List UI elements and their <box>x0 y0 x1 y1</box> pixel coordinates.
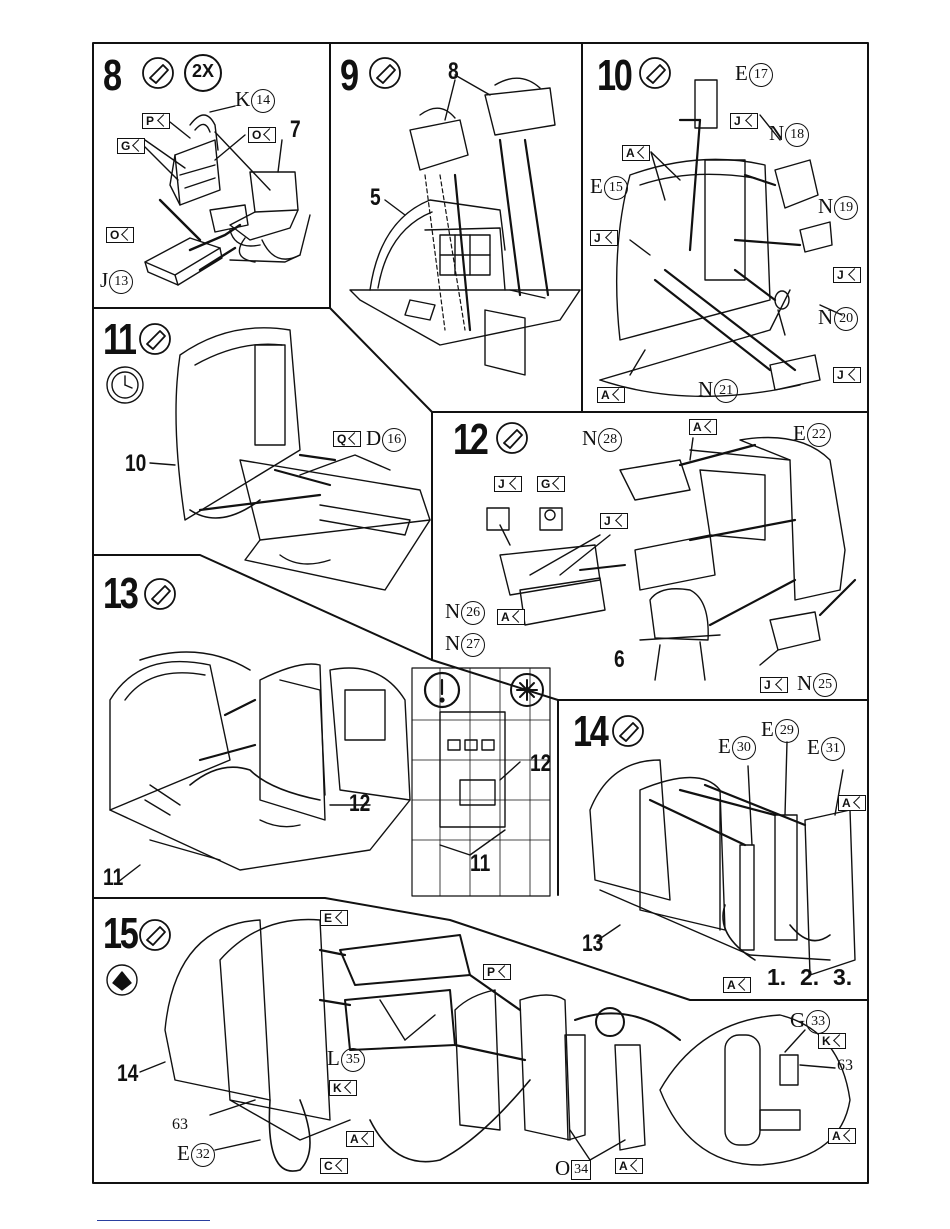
step8-drawing <box>145 106 310 285</box>
colour-flag-g2: G <box>537 476 565 492</box>
colour-flag-c: C <box>320 1158 348 1174</box>
colour-flag-j3: J <box>833 267 861 283</box>
colour-flag-a6: A <box>723 977 751 993</box>
ref-13: 13 <box>582 932 603 956</box>
ref-5: 5 <box>370 186 381 210</box>
ref-12-inset: 12 <box>530 752 551 776</box>
step-11-number: 11 <box>103 318 135 362</box>
step-12-number: 12 <box>453 418 487 462</box>
colour-flag-p: P <box>142 113 170 129</box>
ref-11-inset: 11 <box>470 852 490 876</box>
colour-flag-q: Q <box>333 431 361 447</box>
step-9-number: 9 <box>340 54 357 98</box>
colour-flag-k2: K <box>818 1033 846 1049</box>
sparkle-icon <box>511 674 543 706</box>
step12-drawing <box>487 438 855 681</box>
colour-flag-j6: J <box>600 513 628 529</box>
clock-icon <box>107 367 143 403</box>
sequence-1: 1. <box>767 966 786 989</box>
colour-flag-j: J <box>730 113 758 129</box>
colour-flag-o2: O <box>106 227 134 243</box>
ref-63: 63 <box>172 1117 188 1133</box>
ref-14: 14 <box>117 1062 138 1086</box>
colour-flag-j2: J <box>590 230 618 246</box>
step-8-multiplier: 2X <box>192 62 214 80</box>
paint-icon <box>107 965 137 995</box>
ref-6: 6 <box>614 648 625 672</box>
colour-flag-k: K <box>329 1080 357 1096</box>
colour-flag-o: O <box>248 127 276 143</box>
colour-flag-j5: J <box>494 476 522 492</box>
colour-flag-e: E <box>320 910 348 926</box>
step-8-number: 8 <box>103 54 120 98</box>
ref-11: 11 <box>103 866 123 890</box>
step9-drawing <box>350 75 580 375</box>
step-13-number: 13 <box>103 572 137 616</box>
ref-8: 8 <box>448 60 459 84</box>
caution-icon <box>425 673 459 707</box>
step-10-number: 10 <box>597 54 631 98</box>
colour-flag-a2: A <box>597 387 625 403</box>
colour-flag-p2: P <box>483 964 511 980</box>
colour-flag-a4: A <box>497 609 525 625</box>
ref-10: 10 <box>125 452 146 476</box>
colour-flag-g: G <box>117 138 145 154</box>
step-14-number: 14 <box>573 710 607 754</box>
step14-drawing <box>590 742 855 975</box>
sequence-3: 3. <box>833 966 852 989</box>
colour-flag-j4: J <box>833 367 861 383</box>
ref-63b: 63 <box>837 1058 853 1074</box>
colour-flag-a: A <box>622 145 650 161</box>
ref-7: 7 <box>290 118 301 142</box>
colour-flag-j7: J <box>760 677 788 693</box>
step-15-number: 15 <box>103 912 137 956</box>
question-icon <box>596 1008 624 1036</box>
ref-12: 12 <box>349 792 370 816</box>
colour-flag-a3: A <box>689 419 717 435</box>
sequence-2: 2. <box>800 966 819 989</box>
footer-rule <box>97 1220 210 1221</box>
step15-drawing <box>140 920 850 1172</box>
colour-flag-a5: A <box>838 795 866 811</box>
colour-flag-a8: A <box>615 1158 643 1174</box>
colour-flag-a7: A <box>346 1131 374 1147</box>
colour-flag-a9: A <box>828 1128 856 1144</box>
